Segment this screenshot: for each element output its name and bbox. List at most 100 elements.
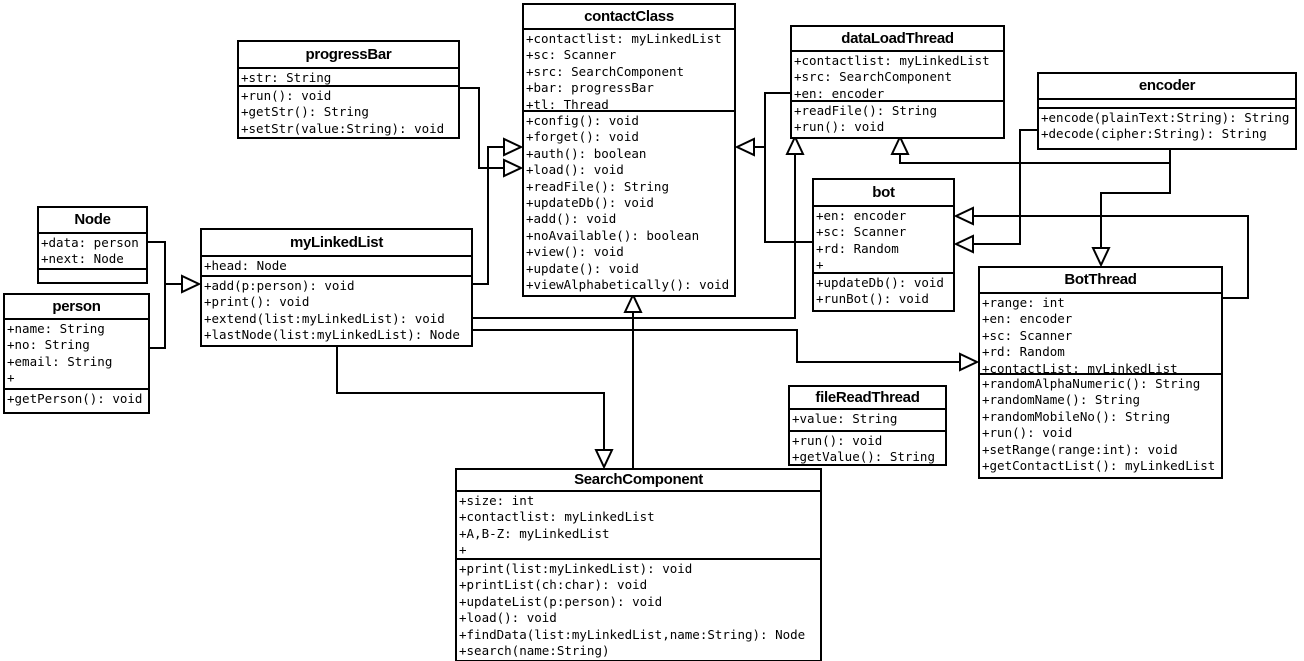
connector-node-person-to-mylinkedlist[interactable]: [165, 274, 202, 294]
method-row: +randomName(): String: [982, 392, 1141, 408]
method-row: +readFile(): String: [526, 178, 669, 194]
open-triangle-arrowhead-icon: [1091, 247, 1111, 268]
connector-encoder-to-bot[interactable]: [953, 129, 1037, 254]
method-row: +view(): void: [526, 244, 624, 260]
connector-progressbar-to-contactclass[interactable]: [460, 87, 524, 178]
open-triangle-arrowhead-icon: [503, 137, 524, 157]
class-title: bot: [814, 180, 953, 207]
method-row: +run(): void: [982, 425, 1073, 441]
method-row: +randomAlphaNumeric(): String: [982, 376, 1201, 391]
class-encoder[interactable]: encoder+encode(plainText:String): String…: [1037, 72, 1297, 150]
method-row: +encode(plainText:String): String: [1041, 110, 1290, 125]
methods-section: +run(): void+getStr(): String+setStr(val…: [239, 87, 458, 137]
connector-dataloadthread-to-contactclass[interactable]: [734, 92, 790, 157]
class-myLinkedList[interactable]: myLinkedList+head: Node +add(p:person): v…: [200, 228, 473, 347]
method-row: +updateList(p:person): void: [459, 593, 663, 609]
open-triangle-arrowhead-icon: [623, 292, 643, 313]
method-row: +forget(): void: [526, 129, 639, 145]
method-row: +load(): void: [459, 610, 557, 626]
open-triangle-arrowhead-icon: [959, 352, 980, 372]
method-row: +readFile(): String: [794, 103, 937, 118]
connector-mylinkedlist-to-botthread[interactable]: [473, 329, 980, 372]
attribute-row: +en: encoder: [982, 311, 1073, 327]
open-triangle-arrowhead-icon: [785, 134, 805, 155]
class-BotThread[interactable]: BotThread+range: int+en: encoder+sc: Sca…: [978, 266, 1223, 479]
class-Node[interactable]: Node+data: person+next: Node: [37, 206, 148, 284]
attribute-row: +data: person: [41, 235, 139, 250]
attribute-row: +: [459, 542, 467, 558]
attribute-row: +email: String: [7, 353, 113, 369]
method-row: +updateDb(): void: [816, 275, 944, 290]
method-row: +randomMobileNo(): String: [982, 408, 1171, 424]
open-triangle-arrowhead-icon: [503, 158, 524, 178]
attribute-row: +head: Node: [204, 258, 287, 273]
attribute-row: +rd: Random: [816, 240, 899, 256]
methods-section: [39, 270, 146, 282]
attributes-section: +range: int+en: encoder+sc: Scanner+rd: …: [980, 294, 1221, 375]
methods-section: +readFile(): String+run(): void: [792, 102, 1003, 137]
attributes-section: +size: int+contactlist: myLinkedList+A,B…: [457, 492, 820, 560]
connector-node-person-trunk[interactable]: [145, 241, 166, 349]
method-row: +load(): void: [526, 162, 624, 178]
methods-section: +add(p:person): void+print(): void+exten…: [202, 277, 471, 345]
connector-encoder-to-botthread[interactable]: [1091, 146, 1171, 268]
class-title: contactClass: [524, 5, 734, 30]
attribute-row: +bar: progressBar: [526, 80, 654, 96]
attribute-row: +: [816, 257, 824, 273]
attribute-row: +src: SearchComponent: [526, 63, 685, 79]
class-SearchComponent[interactable]: SearchComponent+size: int+contactlist: m…: [455, 468, 822, 661]
attribute-row: +en: encoder: [816, 208, 907, 223]
open-triangle-arrowhead-icon: [594, 449, 614, 470]
attribute-row: +sc: Scanner: [526, 47, 617, 63]
open-triangle-arrowhead-icon: [953, 206, 974, 226]
method-row: +print(list:myLinkedList): void: [459, 561, 693, 576]
attributes-section: +head: Node: [202, 257, 471, 277]
method-row: +print(): void: [204, 294, 310, 310]
method-row: +getStr(): String: [241, 104, 369, 120]
class-person[interactable]: person+name: String+no: String+email: St…: [3, 293, 150, 414]
methods-section: +encode(plainText:String): String+decode…: [1039, 109, 1295, 148]
attributes-section: +contactlist: myLinkedList+src: SearchCo…: [792, 52, 1003, 102]
method-row: +add(p:person): void: [204, 278, 355, 293]
method-row: +viewAlphabetically(): void: [526, 277, 730, 293]
attribute-row: +tl: Thread: [526, 96, 609, 112]
attribute-row: +contactlist: myLinkedList: [526, 31, 722, 46]
attribute-row: +src: SearchComponent: [794, 69, 953, 85]
method-row: +findData(list:myLinkedList,name:String)…: [459, 626, 806, 642]
attribute-row: +next: Node: [41, 251, 124, 267]
attribute-row: +A,B-Z: myLinkedList: [459, 525, 610, 541]
class-dataLoadThread[interactable]: dataLoadThread+contactlist: myLinkedList…: [790, 25, 1005, 139]
method-row: +setRange(range:int): void: [982, 441, 1178, 457]
class-fileReadThread[interactable]: fileReadThread+value: String+run(): void…: [788, 385, 947, 466]
methods-section: +updateDb(): void+runBot(): void: [814, 274, 953, 310]
attribute-row: +value: String: [792, 411, 898, 426]
method-row: +setStr(value:String): void: [241, 120, 445, 136]
class-title: myLinkedList: [202, 230, 471, 257]
method-row: +lastNode(list:myLinkedList): Node: [204, 327, 460, 343]
connector-searchcomponent-to-contactclass[interactable]: [623, 292, 643, 468]
class-title: BotThread: [980, 268, 1221, 294]
attribute-row: +range: int: [982, 295, 1065, 310]
method-row: +getPerson(): void: [7, 391, 143, 406]
class-bot[interactable]: bot+en: encoder+sc: Scanner+rd: Random++…: [812, 178, 955, 312]
attributes-section: +name: String+no: String+email: String+: [5, 320, 148, 390]
class-progressBar[interactable]: progressBar+str: String+run(): void+getS…: [237, 40, 460, 139]
connector-mylinkedlist-to-contactclass[interactable]: [473, 137, 524, 285]
method-row: +run(): void: [792, 433, 883, 448]
connector-mylinkedlist-to-dataloadthread[interactable]: [473, 134, 805, 319]
attributes-section: +en: encoder+sc: Scanner+rd: Random+: [814, 207, 953, 274]
class-contactClass[interactable]: contactClass+contactlist: myLinkedList+s…: [522, 3, 736, 297]
method-row: +noAvailable(): boolean: [526, 227, 700, 243]
class-title: progressBar: [239, 42, 458, 69]
class-title: Node: [39, 208, 146, 234]
open-triangle-arrowhead-icon: [890, 134, 910, 155]
attribute-row: +contactlist: myLinkedList: [794, 53, 990, 68]
methods-section: +print(list:myLinkedList): void+printLis…: [457, 560, 820, 660]
method-row: +runBot(): void: [816, 291, 929, 307]
connector-bot-to-contactclass[interactable]: [764, 147, 812, 243]
connector-mylinkedlist-to-searchcomponent[interactable]: [336, 343, 614, 470]
class-title: dataLoadThread: [792, 27, 1003, 52]
connector-botthread-to-bot[interactable]: [953, 206, 1249, 299]
